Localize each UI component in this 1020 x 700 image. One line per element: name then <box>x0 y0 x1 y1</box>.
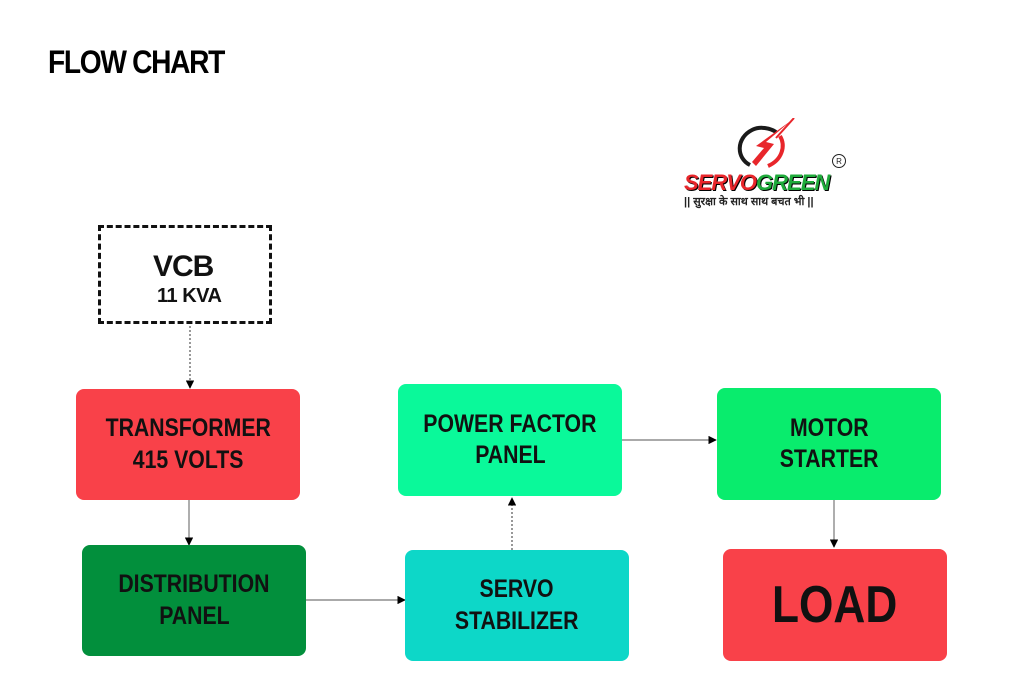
servo-stabilizer-node: SERVO STABILIZER <box>405 550 629 661</box>
transformer-label: TRANSFORMER <box>105 414 271 443</box>
motor-starter-node: MOTOR STARTER <box>717 388 941 500</box>
registered-mark-icon: R <box>832 154 846 168</box>
distribution-label-line1: DISTRIBUTION <box>118 570 270 599</box>
page-title: FLOW CHART <box>48 44 225 80</box>
servo-label-line2: STABILIZER <box>455 606 579 635</box>
logo-word-servo: SERVO <box>684 170 757 195</box>
transformer-node: TRANSFORMER 415 VOLTS <box>76 389 300 500</box>
lightning-emblem-icon <box>737 118 795 168</box>
vcb-node: VCB 11 KVA <box>98 225 272 324</box>
logo-word-green: GREEN <box>756 170 830 195</box>
distribution-panel-node: DISTRIBUTION PANEL <box>82 545 306 656</box>
power-factor-label-line1: POWER FACTOR <box>423 409 597 438</box>
servogreen-logo: SERVOGREEN R || सुरक्षा के साथ साथ बचत भ… <box>682 118 852 213</box>
transformer-voltage: 415 VOLTS <box>132 445 244 474</box>
vcb-name: VCB <box>153 250 214 283</box>
power-factor-label-line2: PANEL <box>474 441 546 469</box>
power-factor-panel-node: POWER FACTOR PANEL <box>398 384 622 496</box>
logo-wordmark: SERVOGREEN <box>684 170 830 196</box>
servo-label-line1: SERVO <box>479 575 555 604</box>
logo-tagline: || सुरक्षा के साथ साथ बचत भी || <box>684 196 814 208</box>
load-label: LOAD <box>772 575 898 634</box>
motor-label-line2: STARTER <box>779 445 879 473</box>
distribution-label-line2: PANEL <box>158 601 230 630</box>
vcb-rating: 11 KVA <box>157 285 222 307</box>
load-node: LOAD <box>723 549 947 661</box>
motor-label-line1: MOTOR <box>789 413 869 442</box>
